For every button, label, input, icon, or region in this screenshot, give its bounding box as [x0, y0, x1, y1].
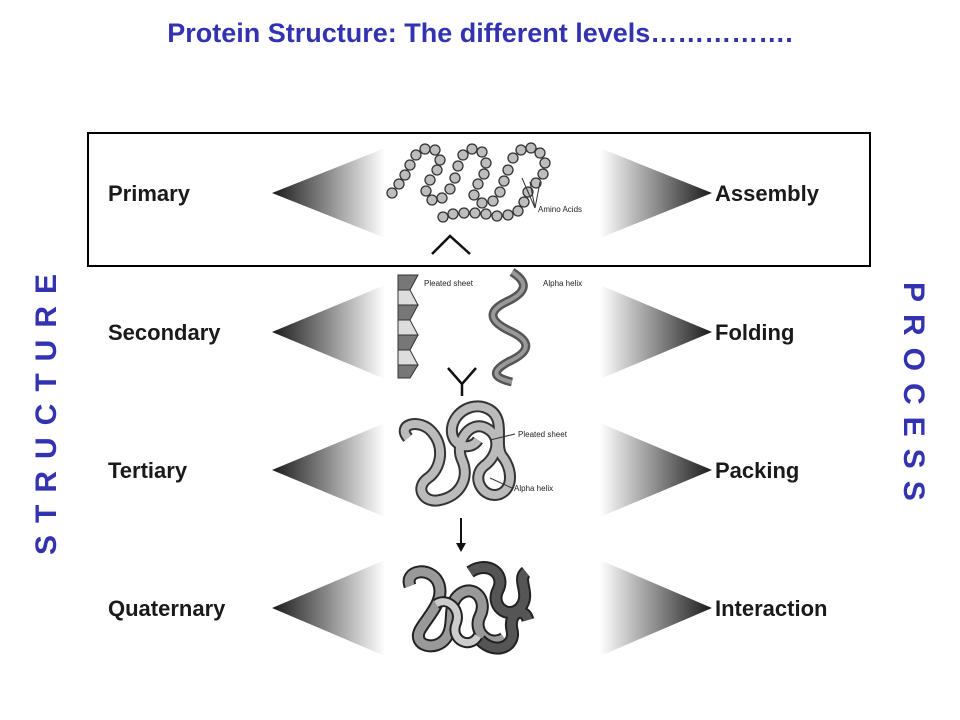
left-arrow-1	[272, 148, 385, 238]
pleated-sheet-annotation: Pleated sheet	[424, 279, 474, 288]
amino-acid-pointer-lines	[521, 177, 541, 209]
tertiary-pointer-lines	[489, 433, 516, 489]
left-arrow-3	[272, 423, 385, 517]
amino-acid-chain-illustration	[386, 142, 551, 223]
level-label-quaternary: Quaternary	[108, 596, 226, 621]
process-label-assembly: Assembly	[715, 181, 819, 206]
pleated-sheet-annotation-2: Pleated sheet	[518, 430, 568, 439]
process-label-packing: Packing	[715, 458, 800, 483]
right-arrow-3	[600, 423, 712, 517]
amino-acids-annotation: Amino Acids	[538, 205, 582, 214]
down-arrow-head	[456, 543, 466, 552]
alpha-helix-annotation: Alpha helix	[543, 279, 582, 288]
fork-arrow-1	[431, 234, 471, 255]
process-label-folding: Folding	[715, 320, 795, 345]
fork-arrow-2	[447, 367, 477, 396]
quaternary-structure-illustration	[402, 561, 535, 655]
level-label-primary: Primary	[108, 181, 190, 206]
left-arrow-4	[272, 560, 385, 656]
alpha-helix-annotation-2: Alpha helix	[514, 484, 553, 493]
right-arrow-2	[600, 285, 712, 379]
left-arrow-2	[272, 285, 385, 379]
level-label-tertiary: Tertiary	[108, 458, 188, 483]
pleated-sheet-illustration	[397, 274, 419, 379]
level-label-secondary: Secondary	[108, 320, 221, 345]
right-arrow-1	[600, 148, 712, 238]
tertiary-structure-illustration	[399, 400, 516, 507]
right-arrow-4	[600, 560, 712, 656]
page-title: Protein Structure: The different levels……	[167, 18, 793, 48]
primary-highlight-box	[87, 132, 871, 267]
process-label-interaction: Interaction	[715, 596, 828, 621]
